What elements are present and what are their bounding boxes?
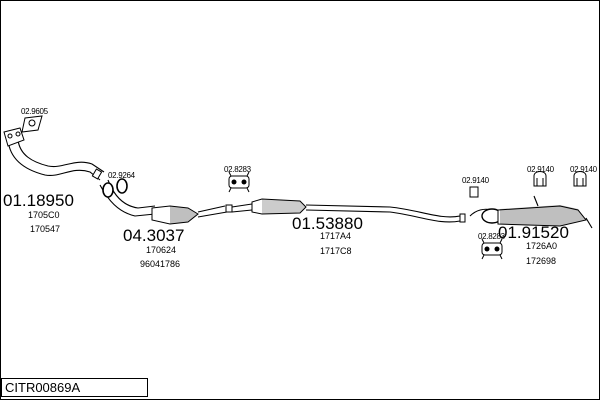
- fitting-label-3: 02.8283: [224, 165, 252, 174]
- gasket-fitting-1: [21, 115, 43, 133]
- fitting-label-5: 02.9140: [527, 165, 555, 174]
- part-ref-3a: 1717A4: [320, 231, 351, 241]
- part-ref-1b: 170547: [30, 224, 60, 234]
- diagram-code-box: CITR00869A: [1, 378, 148, 397]
- rear-silencer: [469, 195, 593, 229]
- fitting-label-2: 02.9264: [108, 171, 136, 180]
- part-number-4: 01.91520: [498, 223, 569, 242]
- part-ref-2a: 170624: [146, 245, 176, 255]
- fitting-label-6: 02.9140: [570, 165, 598, 174]
- rubber-hanger-3: [228, 171, 250, 193]
- clamp-fitting-2: [102, 178, 128, 198]
- middle-silencer: [225, 198, 466, 223]
- part-ref-2b: 96041786: [140, 259, 180, 269]
- rubber-ring-6: [573, 171, 587, 187]
- catalytic-converter: [99, 179, 228, 225]
- rubber-ring-5: [533, 171, 547, 187]
- front-pipe: [3, 127, 105, 181]
- part-ref-4b: 172698: [526, 256, 556, 266]
- fitting-label-7: 02.8283: [478, 232, 506, 241]
- part-ref-1a: 1705C0: [28, 210, 60, 220]
- clamp-fitting-4: [469, 186, 479, 198]
- part-number-1: 01.18950: [3, 191, 74, 210]
- fitting-label-4: 02.9140: [462, 176, 490, 185]
- rubber-hanger-7: [481, 238, 503, 260]
- fitting-label-1: 02.9605: [21, 107, 49, 116]
- part-number-2: 04.3037: [123, 226, 184, 245]
- part-ref-3b: 1717C8: [320, 246, 352, 256]
- part-number-3: 01.53880: [292, 214, 363, 233]
- part-ref-4a: 1726A0: [526, 241, 557, 251]
